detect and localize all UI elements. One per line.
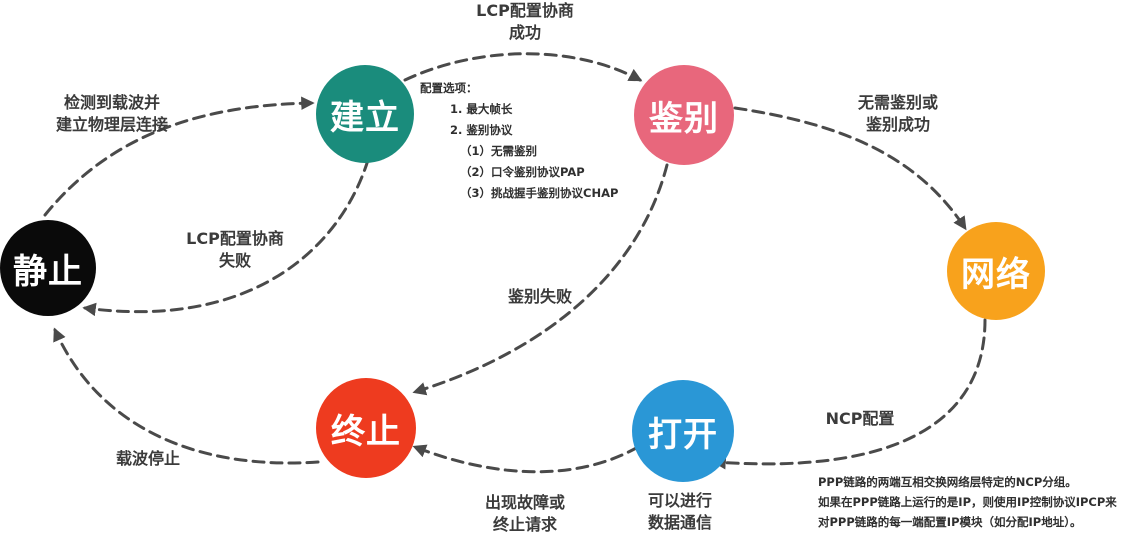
arrow-establish-to-authenticate (403, 52, 643, 82)
label-line: 检测到载波并 (63, 93, 160, 112)
ncp-note-line: PPP链路的两端互相交换网络层特定的NCP分组。 (818, 475, 1077, 489)
ncp-note-line: 如果在PPP链路上运行的是IP，则使用IP控制协议IPCP来 (818, 495, 1117, 509)
config-option-sub-item: （1）无需鉴别 (460, 144, 538, 158)
state-establish-label: 建立 (330, 97, 400, 138)
label-line: 成功 (508, 23, 541, 42)
label-authenticate-to-terminate: 鉴别失败 (470, 286, 610, 308)
config-option-sub-item: （2）口令鉴别协议PAP (460, 165, 585, 179)
label-establish-to-dead: LCP配置协商 失败 (155, 228, 315, 272)
label-open-state: 可以进行 数据通信 (620, 490, 740, 534)
arrow-authenticate-to-network (733, 106, 967, 231)
config-options-title: 配置选项： (420, 81, 478, 95)
config-options: 配置选项： 1. 最大帧长 2. 鉴别协议 （1）无需鉴别 （2）口令鉴别协议P… (420, 78, 618, 204)
label-dead-to-establish: 检测到载波并 建立物理层连接 (22, 92, 202, 136)
label-authenticate-to-network: 无需鉴别或 鉴别成功 (818, 92, 978, 136)
config-option-item: 2. 鉴别协议 (450, 123, 513, 137)
label-line: 终止请求 (492, 515, 557, 534)
label-network-to-open: NCP配置 (800, 408, 920, 430)
state-terminate-label: 终止 (331, 411, 401, 452)
label-line: 鉴别成功 (865, 115, 930, 134)
arrow-terminate-to-dead (53, 327, 320, 465)
state-authenticate-label: 鉴别 (649, 98, 719, 139)
config-option-item: 1. 最大帧长 (450, 102, 513, 116)
state-dead: 静止 (0, 220, 96, 316)
label-line: LCP配置协商 (476, 1, 574, 20)
state-open: 打开 (632, 380, 734, 482)
state-establish: 建立 (316, 65, 414, 163)
label-open-to-terminate: 出现故障或 终止请求 (455, 492, 595, 536)
label-line: 载波停止 (115, 449, 180, 468)
label-line: 建立物理层连接 (55, 115, 168, 134)
label-line: 出现故障或 (484, 493, 565, 512)
state-terminate: 终止 (316, 378, 416, 478)
state-network: 网络 (947, 222, 1045, 320)
label-terminate-to-dead: 载波停止 (88, 448, 208, 470)
state-authenticate: 鉴别 (634, 65, 734, 165)
label-line: 可以进行 (647, 491, 712, 510)
label-line: 失败 (218, 251, 251, 270)
arrow-open-to-terminate (412, 444, 640, 474)
config-option-sub-item: （3）挑战握手鉴别协议CHAP (460, 186, 619, 200)
arrow-establish-to-dead (82, 158, 370, 317)
arrow-authenticate-to-terminate (412, 163, 669, 396)
label-line: NCP配置 (825, 409, 895, 428)
state-network-label: 网络 (961, 254, 1031, 295)
state-dead-label: 静止 (13, 251, 83, 292)
ncp-note: PPP链路的两端互相交换网络层特定的NCP分组。 如果在PPP链路上运行的是IP… (818, 472, 1117, 532)
label-line: 数据通信 (647, 513, 712, 532)
label-establish-to-authenticate: LCP配置协商 成功 (445, 0, 605, 44)
label-line: 鉴别失败 (507, 287, 572, 306)
ncp-note-line: 对PPP链路的每一端配置IP模块（如分配IP地址）。 (818, 515, 1082, 529)
arrow-network-to-open (712, 318, 987, 470)
label-line: 无需鉴别或 (857, 93, 938, 112)
state-open-label: 打开 (648, 414, 718, 455)
arrow-dead-to-establish (43, 96, 315, 217)
label-line: LCP配置协商 (186, 229, 284, 248)
